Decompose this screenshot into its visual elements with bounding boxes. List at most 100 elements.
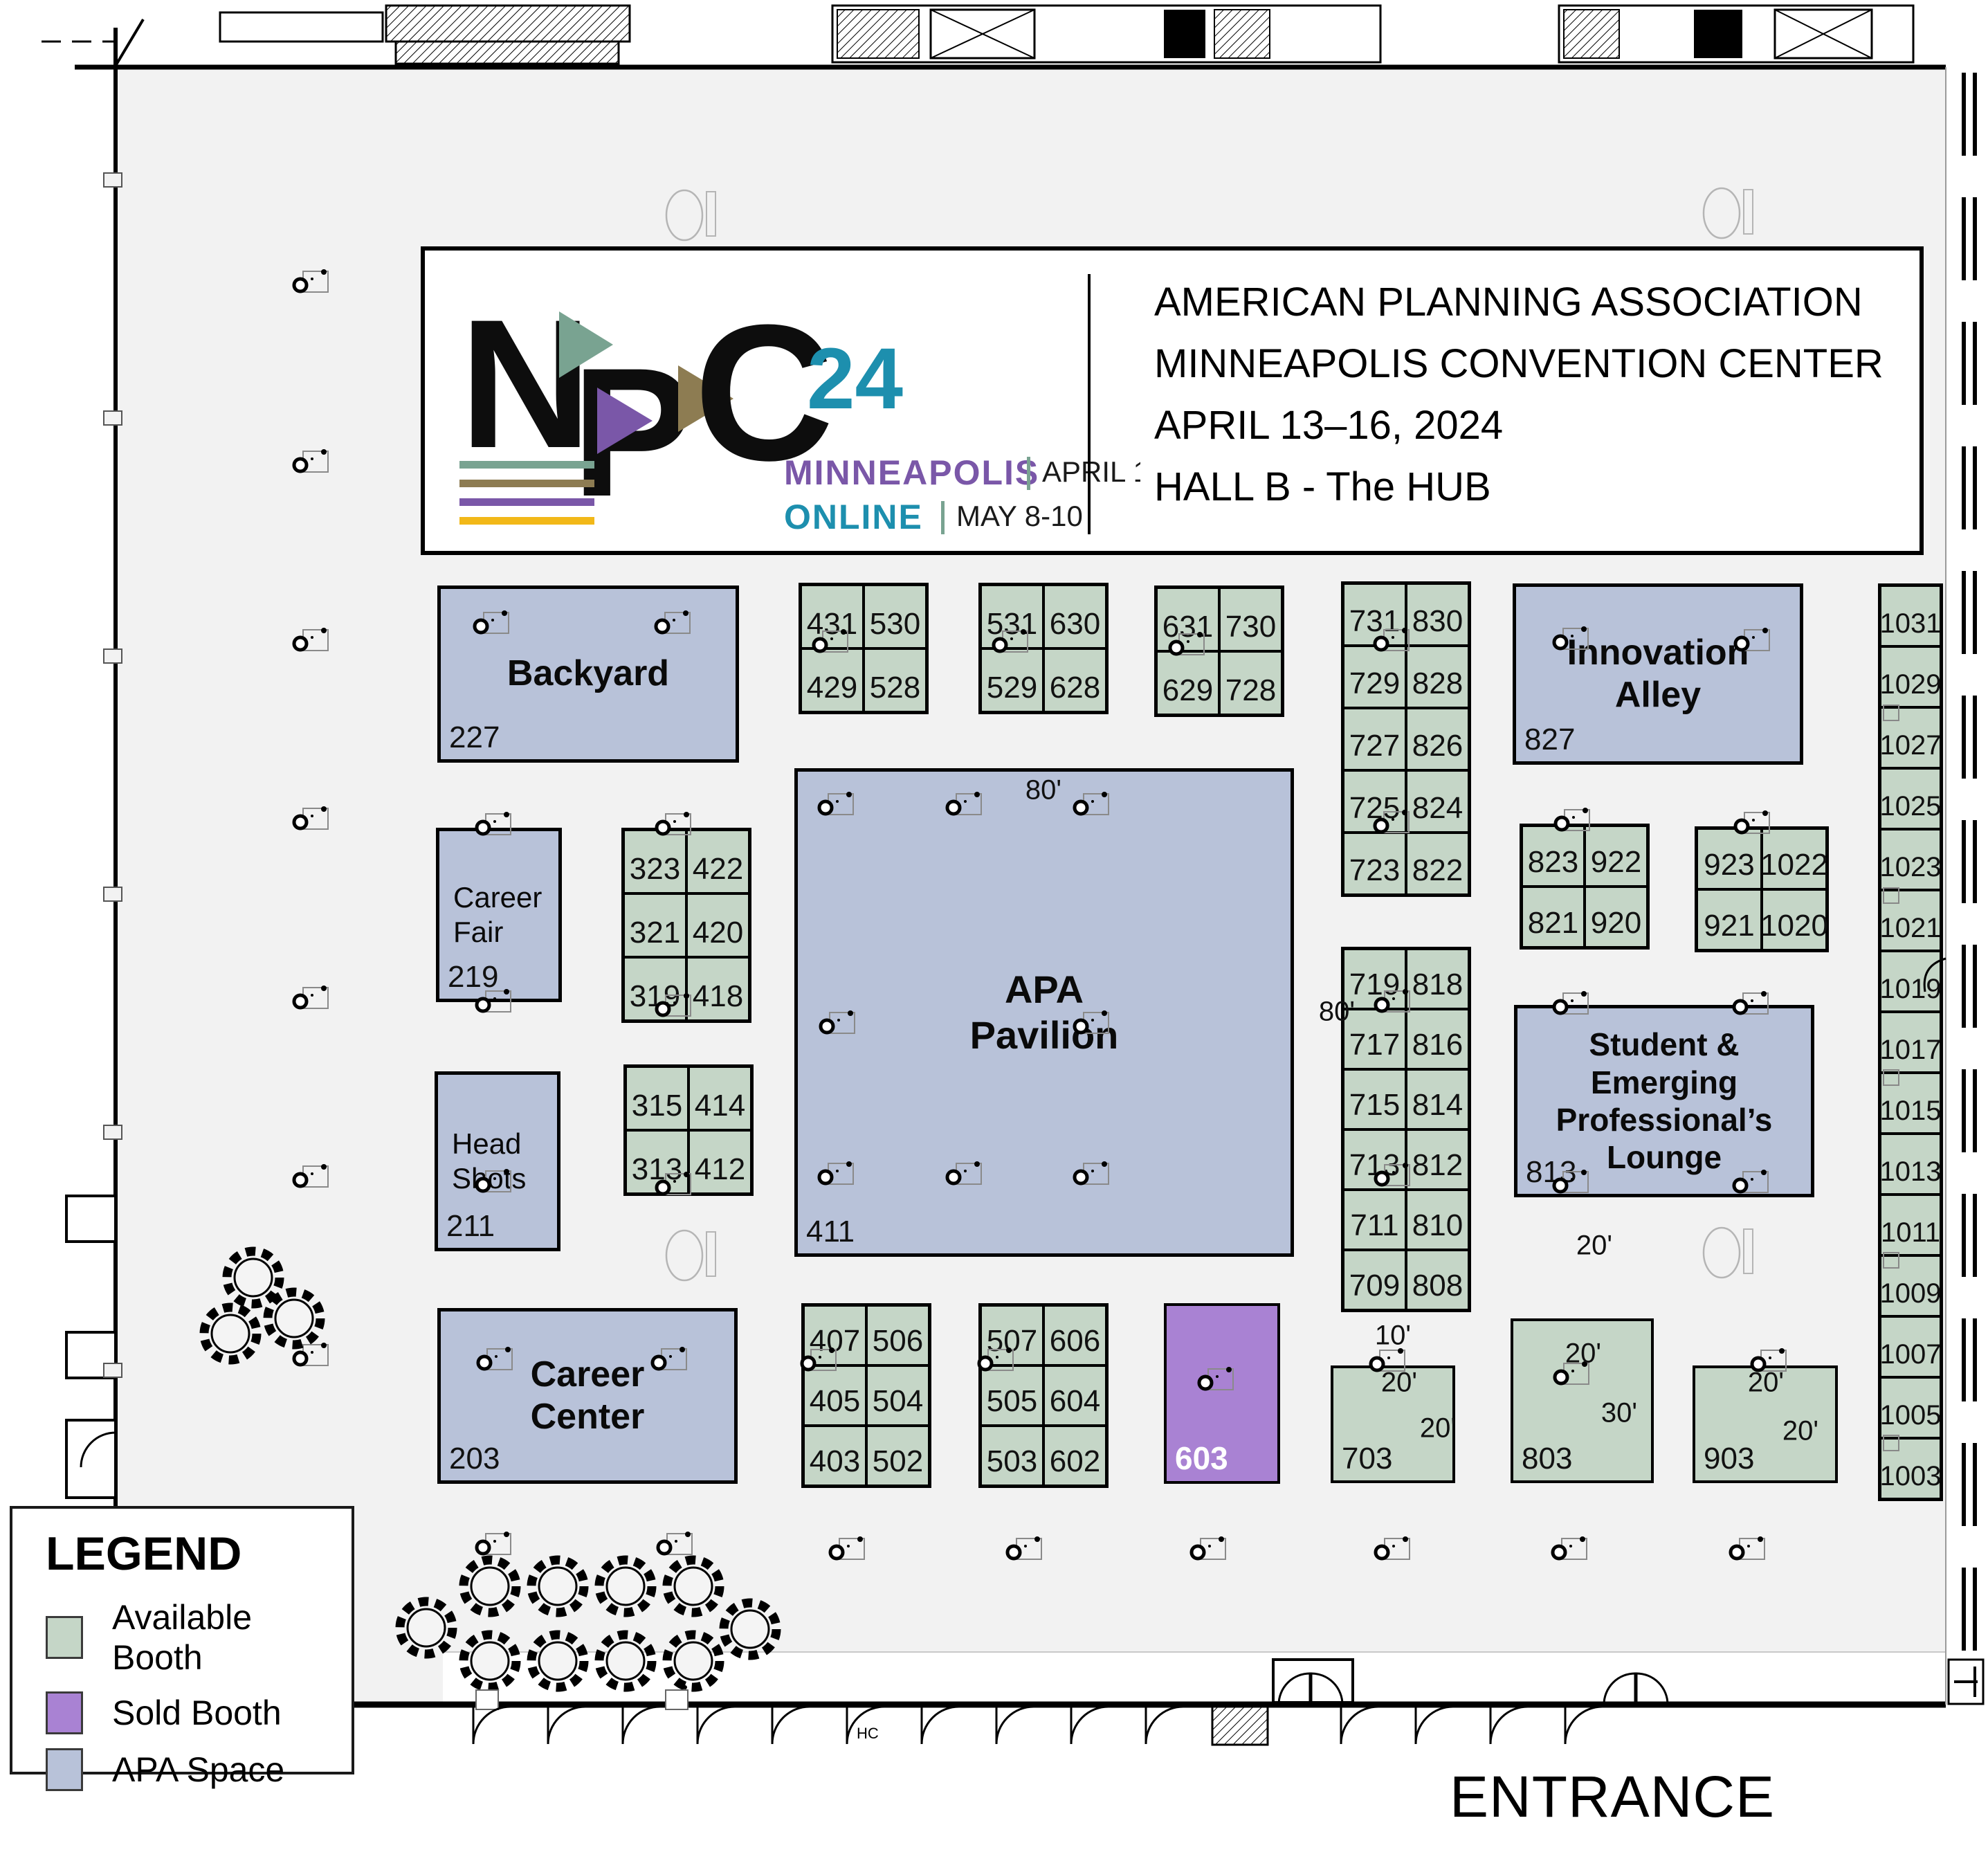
booth-603[interactable]: 603	[1164, 1303, 1280, 1484]
booth-814[interactable]: 814	[1406, 1069, 1469, 1129]
booth-703[interactable]: 703	[1331, 1365, 1455, 1483]
door-swing-icon	[771, 1705, 810, 1745]
booth-711[interactable]: 711	[1343, 1190, 1406, 1250]
booth-321[interactable]: 321	[623, 893, 686, 957]
hc-label: HC	[857, 1725, 879, 1742]
booth-412[interactable]: 412	[688, 1130, 751, 1194]
booth-507[interactable]: 507	[981, 1305, 1043, 1365]
title-line-org: AMERICAN PLANNING ASSOCIATION	[1154, 280, 1863, 325]
booth-1003[interactable]: 1003	[1880, 1438, 1942, 1499]
booth-1009[interactable]: 1009	[1880, 1255, 1942, 1316]
column-marker-icon	[1189, 1536, 1226, 1561]
booth-602[interactable]: 602	[1043, 1426, 1106, 1486]
booth-818[interactable]: 818	[1406, 949, 1469, 1009]
booth-1031[interactable]: 1031	[1880, 585, 1942, 646]
booth-422[interactable]: 422	[686, 830, 749, 893]
logo-city: MINNEAPOLIS	[784, 453, 1039, 492]
booth-604[interactable]: 604	[1043, 1365, 1106, 1426]
booth-503[interactable]: 503	[981, 1426, 1043, 1486]
booth-630[interactable]: 630	[1043, 585, 1106, 648]
booth-729[interactable]: 729	[1343, 646, 1406, 708]
booth-821[interactable]: 821	[1522, 887, 1585, 947]
booth-922[interactable]: 922	[1585, 826, 1648, 887]
booth-728[interactable]: 728	[1219, 651, 1282, 715]
booth-808[interactable]: 808	[1406, 1250, 1469, 1310]
booth-629[interactable]: 629	[1156, 651, 1219, 715]
column-marker-icon	[945, 792, 982, 816]
door-swing-icon	[920, 1705, 960, 1745]
round-table-icon	[527, 1630, 589, 1692]
booth-1015[interactable]: 1015	[1880, 1073, 1942, 1134]
booth-407[interactable]: 407	[803, 1305, 866, 1365]
booth-1025[interactable]: 1025	[1880, 768, 1942, 829]
column-marker-icon	[292, 806, 329, 830]
booth-1013[interactable]: 1013	[1880, 1134, 1942, 1195]
booth-1007[interactable]: 1007	[1880, 1316, 1942, 1377]
booth-823[interactable]: 823	[1522, 826, 1585, 887]
floor-fixture-icon	[1702, 187, 1753, 239]
booth-1017[interactable]: 1017	[1880, 1012, 1942, 1073]
booth-1029[interactable]: 1029	[1880, 646, 1942, 707]
booth-606[interactable]: 606	[1043, 1305, 1106, 1365]
booth-727[interactable]: 727	[1343, 708, 1406, 770]
booth-1019[interactable]: 1019	[1880, 951, 1942, 1012]
booth-315[interactable]: 315	[626, 1066, 688, 1130]
booth-826[interactable]: 826	[1406, 708, 1469, 770]
booth-529[interactable]: 529	[981, 648, 1043, 712]
booth-822[interactable]: 822	[1406, 833, 1469, 895]
booth-812[interactable]: 812	[1406, 1129, 1469, 1190]
booth-723[interactable]: 723	[1343, 833, 1406, 895]
booth-730[interactable]: 730	[1219, 588, 1282, 651]
booth-824[interactable]: 824	[1406, 770, 1469, 833]
booth-816[interactable]: 816	[1406, 1009, 1469, 1069]
column-marker-icon	[655, 812, 691, 836]
booth-530[interactable]: 530	[864, 585, 927, 648]
booth-429[interactable]: 429	[801, 648, 864, 712]
booth-1011[interactable]: 1011	[1880, 1195, 1941, 1255]
booth-921[interactable]: 921	[1697, 889, 1762, 950]
booth-505[interactable]: 505	[981, 1365, 1043, 1426]
booth-506[interactable]: 506	[866, 1305, 929, 1365]
column-marker-icon	[828, 1536, 865, 1561]
booth-803[interactable]: 803	[1511, 1318, 1654, 1483]
booth-715[interactable]: 715	[1343, 1069, 1406, 1129]
booth-923[interactable]: 923	[1697, 828, 1762, 889]
booth-719[interactable]: 719	[1343, 949, 1406, 1009]
booth-709[interactable]: 709	[1343, 1250, 1406, 1310]
booth-403[interactable]: 403	[803, 1426, 866, 1486]
booth-920[interactable]: 920	[1585, 887, 1648, 947]
booth-319[interactable]: 319	[623, 957, 686, 1021]
booth-1020[interactable]: 1020	[1760, 889, 1828, 950]
npc24-logo: N P C 24 MINNEAPOLIS APRIL 13-16 ONLINE …	[459, 282, 1140, 536]
booth-717[interactable]: 717	[1343, 1009, 1406, 1069]
booth-810[interactable]: 810	[1406, 1190, 1469, 1250]
booth-628[interactable]: 628	[1043, 648, 1106, 712]
booth-1027[interactable]: 1027	[1880, 707, 1942, 768]
booth-531[interactable]: 531	[981, 585, 1043, 648]
booth-830[interactable]: 830	[1406, 583, 1469, 646]
door-frame-icon	[665, 1685, 688, 1710]
booth-405[interactable]: 405	[803, 1365, 866, 1426]
booth-528[interactable]: 528	[864, 648, 927, 712]
booth-504[interactable]: 504	[866, 1365, 929, 1426]
booth-502[interactable]: 502	[866, 1426, 929, 1486]
booth-323[interactable]: 323	[623, 830, 686, 893]
booth-1022[interactable]: 1022	[1760, 828, 1828, 889]
booth-903[interactable]: 903	[1693, 1365, 1838, 1483]
booth-828[interactable]: 828	[1406, 646, 1469, 708]
booth-414[interactable]: 414	[688, 1066, 751, 1130]
wall-outlet-icon	[103, 1363, 122, 1378]
booth-1023[interactable]: 1023	[1880, 829, 1942, 890]
booth-418[interactable]: 418	[686, 957, 749, 1021]
booth-1005[interactable]: 1005	[1880, 1377, 1942, 1438]
booth-1021[interactable]: 1021	[1880, 890, 1942, 951]
apa-space-813[interactable]: Student & Emerging Professional’s Lounge…	[1514, 1005, 1814, 1197]
booth-420[interactable]: 420	[686, 893, 749, 957]
